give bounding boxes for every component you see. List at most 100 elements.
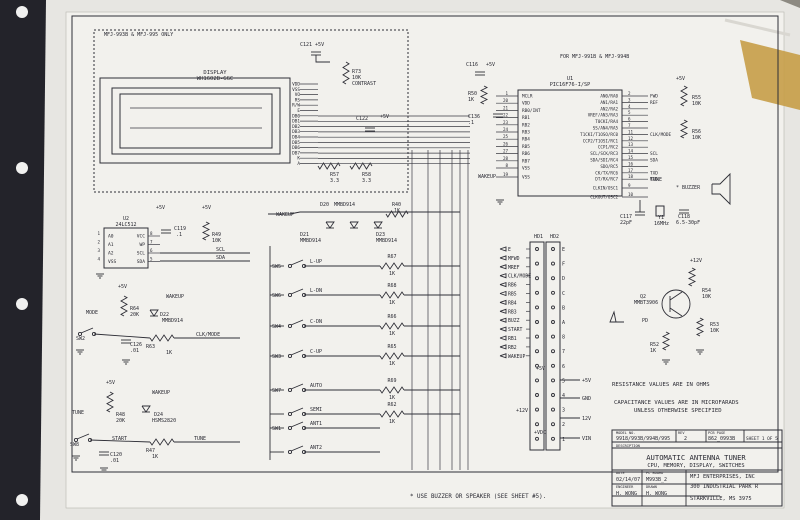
header-net-start: START (508, 327, 523, 333)
header-net-wakeup: WAKEUP (508, 354, 525, 360)
u1-pin-num: 22 (503, 113, 509, 118)
val-r65: 1K (389, 361, 395, 367)
header-pin-c: C (562, 291, 565, 297)
header-net-mref: MREF (508, 265, 520, 271)
display-5v-2: +5V (380, 114, 389, 120)
u1-pin-rb3: RB3 (522, 130, 530, 136)
u2-part: 24LC512 (115, 222, 136, 228)
header-pin-1: 1 (562, 437, 565, 443)
ref-r67: R67 (387, 254, 396, 260)
wire-33 (89, 439, 151, 443)
switch-ref-sw4: SW4 (272, 324, 281, 330)
resistor-r66 (379, 322, 405, 330)
mcu-wakeup-net: WAKEUP (478, 174, 496, 180)
u2-rpin-wp: WP (139, 242, 145, 248)
header-hd2-pin (551, 378, 555, 383)
u1-pin-rb7: RB7 (522, 158, 530, 164)
net-arrow (499, 273, 507, 279)
switch-lever (290, 259, 304, 266)
ref-r62: R62 (387, 402, 396, 408)
r53-ref: R53 (710, 322, 719, 328)
u2-rpin-num: 7 (150, 240, 153, 245)
u2-pin-num: 4 (97, 257, 100, 262)
switch-contact (287, 292, 293, 298)
u1-rpin-an0-ra0: AN0/RA0 (600, 94, 618, 99)
header-hd1 (529, 241, 545, 451)
switch-label-semi: SEMI (310, 407, 322, 413)
u1-rpin-ccp2-t1osi-rc1: CCP2/T1OSI/RC1 (583, 138, 619, 143)
switch-contact (287, 353, 293, 359)
u2-rpin-vcc: VCC (137, 234, 146, 240)
d22-ref: D22 (160, 312, 169, 318)
header-hd1-pin (535, 393, 539, 397)
tb-pcb: 862_0993B (708, 436, 735, 442)
net-txd: TXD (650, 170, 658, 176)
d20-part: MMBD914 (334, 202, 355, 208)
header-net-rb1: RB1 (508, 336, 517, 342)
net-arrow (499, 264, 507, 270)
net-arrow (499, 246, 507, 252)
tb-drawn-label: DRAWN (646, 485, 657, 489)
tb-pc: M993B_2 (646, 477, 667, 483)
u1-rpin-scl-sck-rc3: SCL/SCK/RC3 (590, 151, 618, 156)
lcd-pin-db5: DB5 (292, 140, 300, 146)
eeprom-5v-a: +5V (156, 205, 165, 211)
u2-pin-a0: A0 (108, 234, 114, 240)
r53-value: 10K (710, 328, 719, 334)
tb-eng-label: ENGINEER (616, 485, 634, 489)
switch-ref-sw7: SW7 (272, 388, 281, 394)
d21-ref: D21 (300, 232, 309, 238)
tb-sheet: SHEET 1 OF 5 (746, 436, 778, 442)
lcd-pin-r/w: R/W (292, 103, 300, 109)
u1-pin-num: 21 (503, 105, 509, 110)
lcd-pin-vo: VO (295, 92, 301, 98)
c121-label: C121 +5V (300, 42, 324, 48)
header-net-rb4: RB4 (508, 300, 517, 306)
mode-clk: CLK/MODE (196, 332, 220, 338)
note-unless: UNLESS OTHERWISE SPECIFIED (634, 408, 722, 414)
tb-company-3: STARKVILLE, MS 3975 (690, 496, 752, 502)
header-hd1-pin (535, 349, 539, 354)
u1-rpin-an2-ra2: AN2/RA2 (600, 106, 618, 111)
sw2-switch (80, 327, 94, 334)
header-hd1-pin (535, 363, 539, 368)
header-pin-f: F (562, 262, 565, 268)
header-hd2-pin (551, 363, 555, 368)
header-12v: +12V (516, 408, 528, 414)
u1-rpin-num: 6 (628, 117, 631, 122)
sw8-ref: SW8 (70, 442, 79, 448)
header-hd2-pin (551, 261, 555, 266)
switch-lever (290, 383, 304, 390)
c118-ref: C118 (678, 214, 690, 220)
r40-ref: R40 (392, 202, 401, 208)
switch-lever (290, 349, 304, 356)
sw2-switch (77, 331, 83, 337)
lcd-pin-k: K (297, 156, 300, 162)
d21-part: MMBD914 (300, 238, 321, 244)
header-hd1-pin (535, 290, 539, 295)
r63-resistor (149, 334, 175, 342)
d23-ref: D23 (376, 232, 385, 238)
c116-ref: C116 (466, 62, 478, 68)
r64-resistor (120, 295, 128, 317)
header-pin-b: B (562, 305, 565, 311)
crystal-y1 (655, 205, 665, 217)
u1-rpin-num: 4 (628, 104, 631, 109)
switch-label-ant2: ANT2 (310, 445, 322, 451)
lcd-screen (119, 93, 273, 149)
u2-pin-num: 3 (97, 248, 100, 253)
wire-31 (93, 333, 151, 339)
header-pin-5: 5 (562, 378, 565, 384)
d24-ref: D24 (154, 412, 163, 418)
r47-ref: R47 (146, 448, 155, 454)
u1-rpin-num: 10 (628, 192, 634, 197)
tb-title: AUTOMATIC ANTENNA TUNER (646, 453, 746, 462)
lcd-pin-db3: DB3 (292, 129, 300, 135)
u1-rpin-num: 11 (628, 129, 634, 134)
switch-contact (287, 411, 293, 417)
c119-ref: C119 (174, 226, 186, 232)
note-footer: * USE BUZZER OR SPEAKER (SEE SHEET #5). (410, 494, 546, 500)
header-hd2-pin (551, 349, 555, 354)
u1-pin-rb6: RB6 (522, 151, 530, 157)
u2-pin-vss: VSS (108, 259, 117, 265)
